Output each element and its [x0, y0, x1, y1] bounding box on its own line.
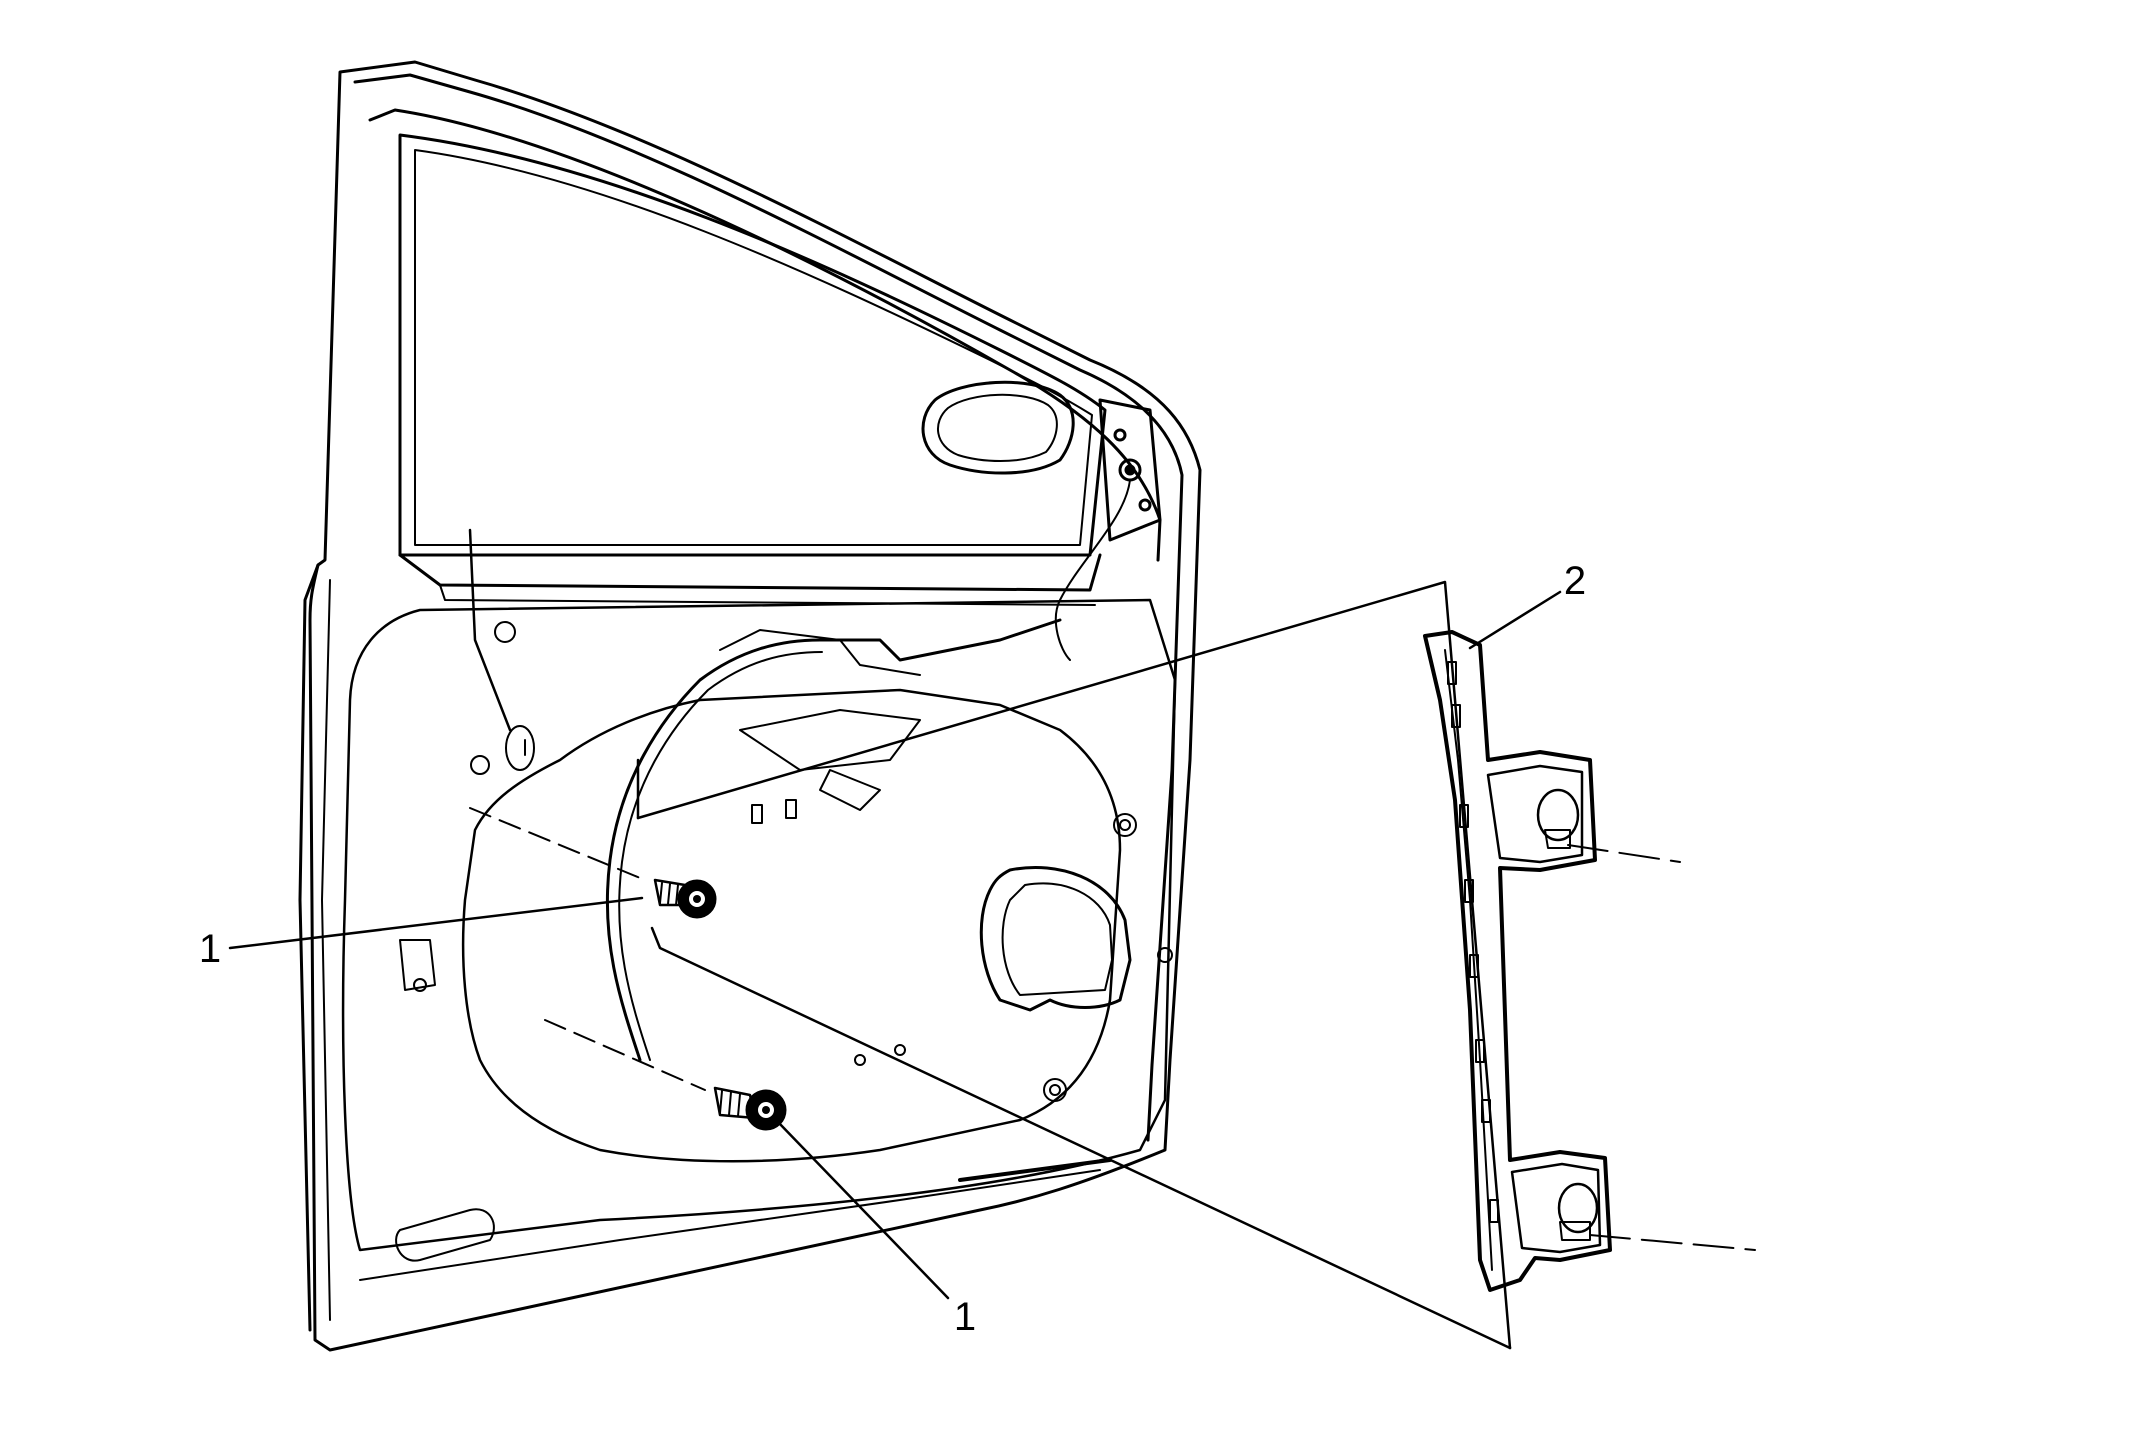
- callout-leader-1-upper: [228, 896, 644, 950]
- upper-panel-trim: [719, 629, 921, 676]
- inner-module-cutout: [461, 688, 1122, 1163]
- lower-pan-recess: [395, 1208, 495, 1262]
- callout-label-fastener-lower: 1: [954, 1295, 976, 1339]
- callout-leader-1-lower: [776, 1120, 950, 1300]
- window-frame-outer: [368, 108, 1162, 562]
- callout-label-fastener-upper: 1: [199, 927, 221, 971]
- bracket-upper-boss: [1486, 764, 1584, 864]
- bracket-upper-boss-hole: [1536, 788, 1580, 842]
- panel-holes: [413, 621, 1173, 1102]
- mounting-bracket-center: [819, 769, 881, 811]
- bracket-lower-boss: [1510, 1162, 1602, 1254]
- hinge-bracket: [399, 939, 436, 991]
- window-opening: [398, 133, 1107, 557]
- callout-label-bracket: 2: [1564, 559, 1586, 603]
- beltline-strip: [398, 553, 1102, 592]
- bracket-alignment-dashed-lower: [1589, 1234, 1756, 1251]
- window-opening-inner: [414, 149, 1093, 546]
- bracket-flange-line: [1444, 649, 1493, 1271]
- door-hinge-edge-inner: [321, 579, 331, 1321]
- lower-sill-line-2: [958, 1158, 1112, 1182]
- bracket-main-body: [1423, 630, 1612, 1292]
- door-hinge-edge: [298, 563, 320, 1332]
- mirror-mount-plate: [1054, 398, 1162, 661]
- callout-leader-2: [1468, 590, 1562, 650]
- speaker-opening-rim: [1001, 882, 1113, 996]
- lower-sill-line: [359, 1169, 1101, 1281]
- wiring-harness-2: [618, 651, 823, 1061]
- bracket-slots: [1447, 661, 1499, 1223]
- fastener-upper: [653, 878, 717, 919]
- door-frame-inner-line: [353, 73, 1184, 1142]
- fastener-lower: [713, 1086, 787, 1131]
- bracket-lower-boss-hole: [1557, 1182, 1599, 1234]
- side-mirror: [921, 380, 1075, 475]
- fastener-alignment-dashed-lower: [544, 1019, 706, 1091]
- latch-rod: [468, 528, 512, 732]
- fastener-alignment-dashed-upper: [469, 807, 646, 881]
- door-bracket: [1423, 630, 1612, 1292]
- inner-panel-outline: [341, 598, 1177, 1252]
- explode-line-bottom: [650, 926, 1512, 1350]
- wiring-harness: [605, 618, 1062, 1062]
- explode-line-top: [636, 580, 1512, 1350]
- door-outer-outline: [308, 60, 1202, 1352]
- bracket-alignment-dashed-upper: [1567, 844, 1681, 863]
- front-door-panel: [298, 60, 1202, 1352]
- speaker-opening: [979, 865, 1132, 1012]
